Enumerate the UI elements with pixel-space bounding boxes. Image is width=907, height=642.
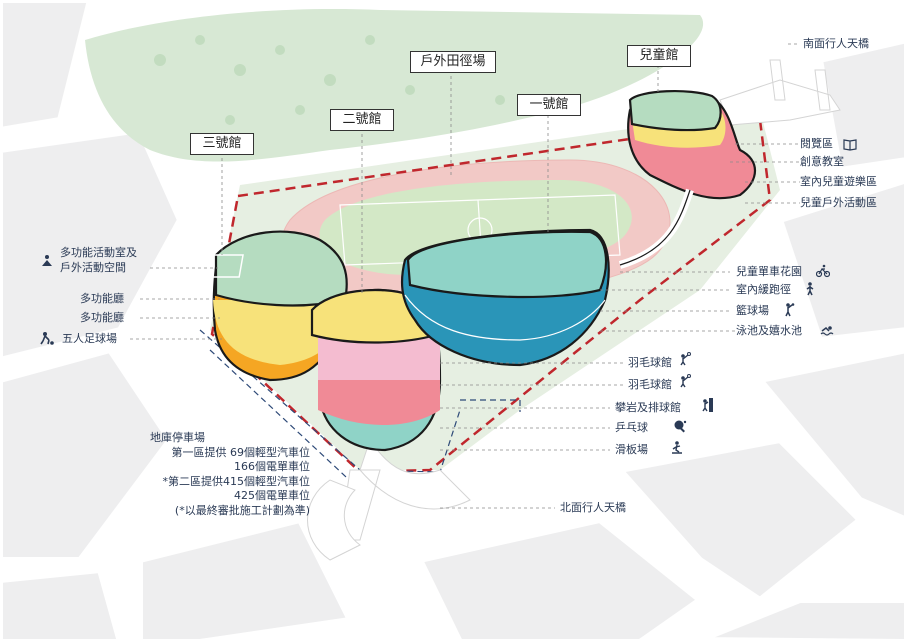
skate-label: 滑板場 bbox=[615, 443, 648, 456]
skate-icon bbox=[672, 441, 682, 454]
walk-icon bbox=[806, 282, 814, 296]
building-1-label: 一號館 bbox=[517, 94, 581, 116]
building-2 bbox=[310, 288, 442, 452]
leader-lines bbox=[130, 43, 800, 509]
futsal-label: 五人足球場 bbox=[62, 332, 117, 345]
multi-hall-label-b: 多功能廳 bbox=[80, 311, 124, 324]
multi-hall-label-a: 多功能廳 bbox=[80, 292, 124, 305]
north-bridge-label: 北面行人天橋 bbox=[560, 501, 626, 514]
jogging-label: 室內緩跑徑 bbox=[736, 283, 791, 296]
hill-area bbox=[85, 9, 704, 162]
outdoor-kids-label: 兒童戶外活動區 bbox=[800, 196, 877, 209]
badminton-icon bbox=[680, 352, 691, 366]
climbing-label: 攀岩及排球館 bbox=[615, 401, 681, 414]
badminton-label-2: 羽毛球館 bbox=[628, 378, 672, 391]
multi-activity-label-2: 戶外活動空間 bbox=[60, 261, 126, 274]
kids-building bbox=[627, 89, 756, 200]
multi-activity-label-1: 多功能活動室及 bbox=[60, 246, 137, 259]
parking-line-6: (*以最終審批施工計劃為準) bbox=[174, 503, 310, 517]
parking-info: 地庫停車場 第一區提供 69個輕型汽車位 166個電單車位 *第二區提供415個… bbox=[140, 431, 310, 518]
south-footbridge bbox=[719, 59, 841, 126]
indoor-play-label: 室內兒童遊樂區 bbox=[800, 175, 877, 188]
soccer-icon bbox=[40, 332, 54, 345]
book-icon bbox=[843, 139, 857, 151]
kids-bike-label: 兒童單車花園 bbox=[736, 265, 802, 278]
pingpong-icon bbox=[674, 420, 687, 433]
kids-building-label: 兒童館 bbox=[627, 45, 691, 67]
pingpong-label: 乒乓球 bbox=[615, 421, 648, 434]
parking-line-2: 第一區提供 69個輕型汽車位 bbox=[171, 445, 311, 459]
yoga-icon bbox=[42, 255, 52, 266]
building-3-label: 三號館 bbox=[190, 133, 254, 155]
parking-line-5: 425個電單車位 bbox=[234, 489, 310, 502]
parking-line-3: 166個電單車位 bbox=[234, 460, 310, 473]
badminton-label-1: 羽毛球館 bbox=[628, 356, 672, 369]
parking-line-4: *第二區提供415個輕型汽車位 bbox=[162, 474, 311, 488]
climb-icon bbox=[702, 398, 713, 412]
basketball-icon bbox=[785, 303, 795, 317]
track-label: 戶外田徑場 bbox=[410, 51, 496, 73]
bike-icon bbox=[816, 264, 830, 278]
swim-icon bbox=[820, 326, 834, 336]
building-1 bbox=[400, 228, 610, 367]
badminton-icon bbox=[680, 374, 691, 388]
reading-label: 閱覽區 bbox=[800, 137, 833, 150]
pool-label: 泳池及嬉水池 bbox=[736, 324, 802, 337]
basketball-label: 籃球場 bbox=[736, 304, 769, 317]
building-2-label: 二號館 bbox=[330, 109, 394, 131]
parking-line-1: 地庫停車場 bbox=[150, 431, 205, 444]
creative-label: 創意教室 bbox=[800, 155, 844, 168]
south-bridge-label: 南面行人天橋 bbox=[803, 37, 869, 50]
